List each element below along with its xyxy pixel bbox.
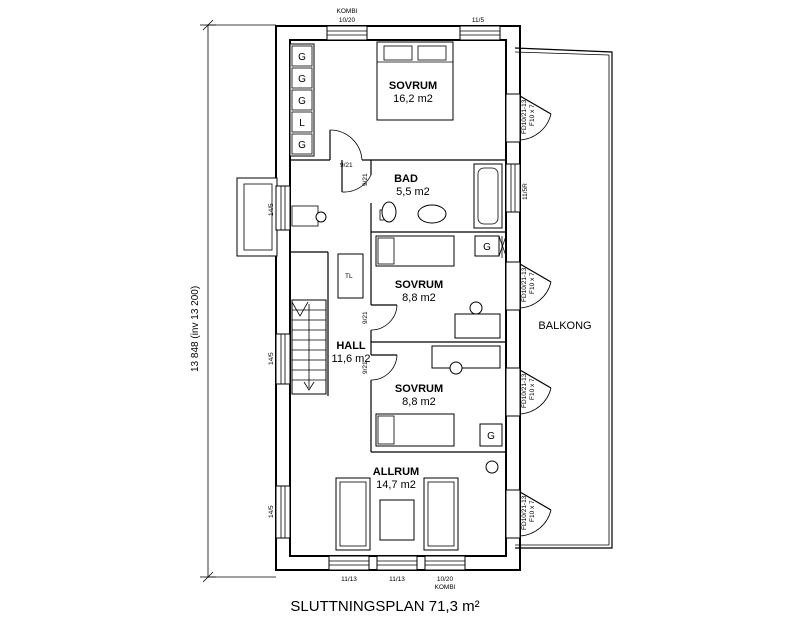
- window-label: KOMBI: [435, 584, 456, 591]
- window-label: KOMBI: [337, 8, 358, 15]
- door-label: F10 x 7: [529, 272, 536, 294]
- balcony-label: BALKONG: [538, 320, 591, 332]
- windows-right: [505, 163, 521, 213]
- room-area: 11,6 m2: [332, 353, 371, 365]
- chimney-box: [236, 177, 278, 257]
- windows-left: [275, 185, 291, 539]
- window-label: 10/20: [339, 17, 356, 24]
- hall-desk: [291, 205, 327, 227]
- door-label: 9/21: [362, 361, 369, 374]
- door-bad: [341, 160, 372, 193]
- room-area: 16,2 m2: [393, 93, 433, 105]
- door-label: FD10/21-13: [521, 99, 528, 134]
- stair-label: TL: [345, 273, 353, 280]
- door-master: [329, 129, 363, 161]
- window-label: 14/5: [268, 203, 275, 216]
- door-sovrum3: [370, 354, 398, 381]
- window-label: 11/5R: [522, 183, 529, 200]
- wardrobe-label: G: [487, 431, 495, 442]
- room-area: 8,8 m2: [402, 396, 436, 408]
- dimension-line: [200, 19, 276, 583]
- room-name: SOVRUM: [395, 383, 443, 395]
- wardrobe-label: G: [483, 242, 491, 253]
- door-label: F10 x 7: [529, 500, 536, 522]
- wardrobe-label: G: [298, 140, 306, 151]
- plan-title: SLUTTNINGSPLAN 71,3 m²: [290, 598, 479, 615]
- sovrum2-furniture: G: [375, 235, 507, 339]
- allrum-furniture: [335, 460, 499, 551]
- windows-top: [326, 25, 501, 41]
- room-area: 8,8 m2: [402, 292, 436, 304]
- room-name: SOVRUM: [389, 80, 437, 92]
- door-label: FD10/21-13: [521, 267, 528, 302]
- door-label: 9/21: [362, 311, 369, 324]
- window-label: 14/5: [268, 352, 275, 365]
- door-sovrum2: [370, 304, 398, 331]
- balcony-door-1: [505, 93, 552, 143]
- room-name: BAD: [394, 173, 418, 185]
- windows-bottom: [328, 555, 466, 571]
- window-label: 11/13: [389, 576, 405, 583]
- door-label: FD10/21-13: [521, 495, 528, 530]
- balcony-door-3: [505, 367, 552, 417]
- window-label: 10/20: [437, 576, 454, 583]
- room-name: HALL: [336, 340, 366, 352]
- room-name: ALLRUM: [373, 466, 419, 478]
- dimension-label: 13 848 (inv 13 200): [190, 286, 201, 372]
- bathroom-fixtures: [379, 163, 503, 229]
- room-name: SOVRUM: [395, 279, 443, 291]
- window-label: 11/5: [472, 17, 485, 24]
- balcony: BALKONG: [514, 47, 613, 549]
- window-label: 14/5: [268, 505, 275, 518]
- staircase: [291, 299, 327, 395]
- window-label: 11/13: [341, 576, 357, 583]
- double-bed: [376, 41, 454, 121]
- wardrobe-label: G: [298, 96, 306, 107]
- wardrobe-label: G: [298, 52, 306, 63]
- hall-box: TL: [337, 253, 364, 299]
- door-label: FD10/21-13: [521, 373, 528, 408]
- door-label: F10 x 7: [529, 104, 536, 126]
- wardrobes: G G G L G: [289, 43, 315, 157]
- door-label: 9/21: [340, 162, 353, 169]
- wardrobe-label: G: [298, 74, 306, 85]
- door-label: F10 x 7: [529, 378, 536, 400]
- door-label: 9/21: [362, 173, 369, 186]
- balcony-door-2: [505, 261, 552, 311]
- room-area: 5,5 m2: [396, 186, 430, 198]
- balcony-door-4: [505, 489, 552, 539]
- sovrum3-furniture: G: [375, 345, 503, 447]
- wardrobe-label: L: [299, 118, 305, 129]
- interior-walls: [290, 159, 506, 453]
- room-area: 14,7 m2: [376, 479, 416, 491]
